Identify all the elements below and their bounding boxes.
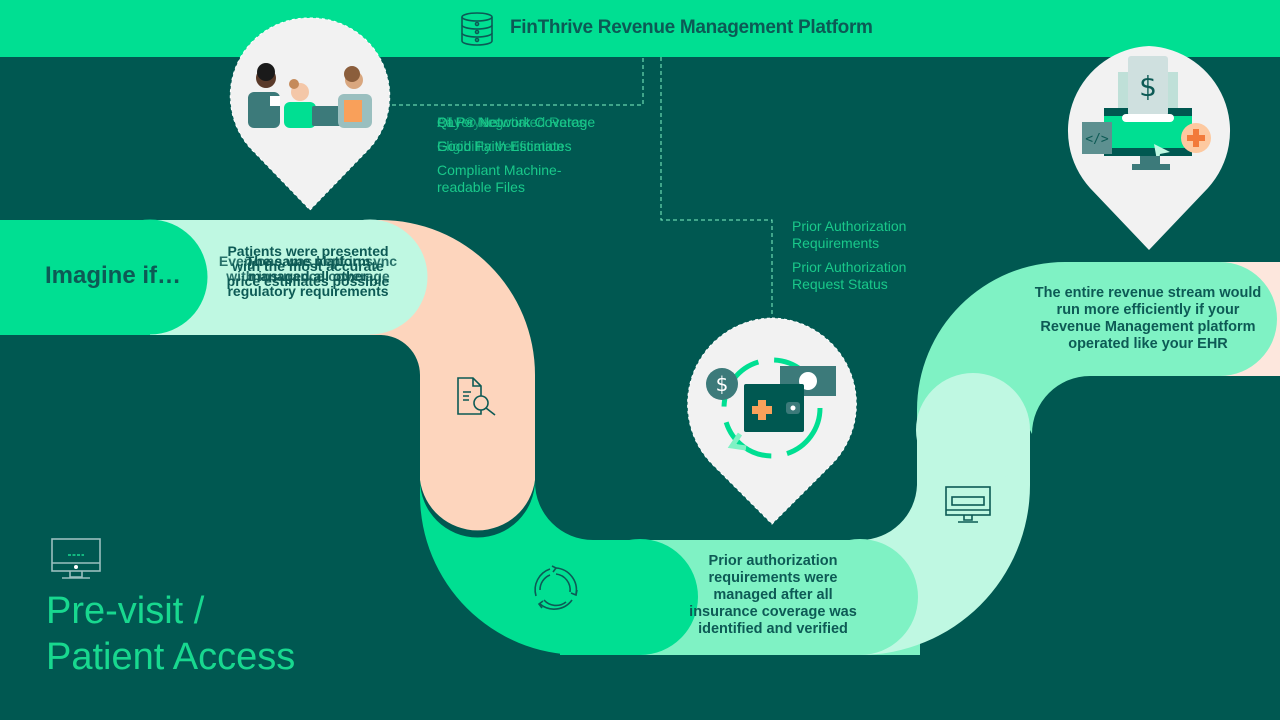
step3-text: The entire revenue stream would run more… [1034, 285, 1262, 352]
step2-text: Prior authorization requirements were ma… [689, 553, 857, 637]
section-title-line1: Pre-visit / [46, 590, 205, 632]
svg-text:$: $ [1139, 70, 1157, 103]
step1-text-overlap: Patients were presented with the most ac… [218, 244, 398, 314]
svg-text:$: $ [716, 372, 729, 396]
pin-people [229, 17, 391, 211]
cycle-arrows-icon [534, 565, 578, 610]
feature-label-pa-requirements: Prior Authorization Requirements [792, 218, 907, 251]
step1-text: The same platform managed all other regu… [227, 253, 389, 299]
section-title: Pre-visit / Patient Access [46, 588, 295, 680]
intro-text: Imagine if… [45, 262, 182, 289]
feature-label: Payer Negotiated Rates [437, 114, 586, 130]
feature-label-overlap-1: QLP® Network Coverage Payer Negotiated R… [437, 114, 657, 131]
svg-text:</>: </> [1085, 132, 1109, 147]
section-title-line2: Patient Access [46, 636, 296, 678]
dashed-connectors [392, 57, 773, 315]
feature-label-overlap-2: Good Faith Estimates Eligibility Verific… [437, 138, 657, 155]
feature-label: QLP® Network Coverage [437, 114, 596, 130]
section-monitor-icon [51, 538, 101, 579]
feature-label-machine-readable: Compliant Machine-readable Files [437, 162, 562, 195]
ehr-billing-icon: $ </> [1082, 56, 1211, 170]
document-search-icon [457, 377, 496, 416]
team-illustration-icon [248, 63, 372, 128]
feature-label: Good Faith Estimates [437, 138, 572, 154]
step1-text: Patients were presented with the most ac… [226, 243, 390, 289]
platform-title: FinThrive Revenue Management Platform [510, 17, 873, 38]
feature-label: All Payers [437, 114, 501, 130]
pin-payment: $ [687, 317, 857, 525]
payment-cycle-icon: $ [706, 357, 836, 459]
pin-ehr: $ </> [1067, 46, 1231, 250]
feature-label-pa-status: Prior Authorization Request Status [792, 259, 907, 292]
feature-label: Eligibility Verification [437, 138, 564, 154]
step1-text: Everyone was kept in sync with insurance… [218, 253, 398, 284]
database-icon [461, 12, 493, 46]
header-bar: FinThrive Revenue Management Platform [0, 0, 1280, 57]
monitor-icon [945, 486, 991, 523]
